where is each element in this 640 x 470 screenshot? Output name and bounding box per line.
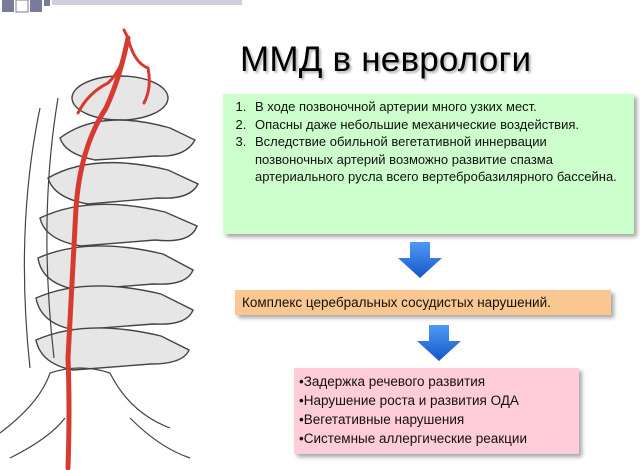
down-arrow-icon (417, 325, 461, 361)
slide-title: ММД в неврологи (240, 40, 532, 79)
spine-outline (0, 97, 191, 459)
causes-list: В ходе позвоночной артерии много узких м… (223, 94, 634, 186)
outcomes-list: •Задержка речевого развития •Нарушение р… (294, 368, 579, 448)
vertebrae (35, 75, 199, 371)
outcomes-box: •Задержка речевого развития •Нарушение р… (294, 368, 579, 454)
outcomes-list-item: •Системные аллергические реакции (299, 431, 527, 446)
causes-list-item: Опасны даже небольшие механические возде… (250, 116, 628, 134)
causes-box: В ходе позвоночной артерии много узких м… (223, 94, 634, 234)
outcomes-list-item: •Задержка речевого развития (299, 374, 486, 389)
cervical-spine-illustration (0, 28, 199, 470)
outcomes-list-item: •Вегетативные нарушения (299, 412, 465, 427)
causes-list-item: Вследствие обильной вегетативной иннерва… (250, 133, 628, 186)
complex-box: Комплекс церебральных сосудистых нарушен… (235, 290, 611, 315)
outcomes-list-item: •Нарушение роста и развития ОДА (299, 393, 519, 408)
vertebral-artery (65, 28, 151, 470)
causes-list-item: В ходе позвоночной артерии много узких м… (250, 98, 628, 116)
down-arrow-icon (398, 242, 442, 278)
decorative-squares (2, 0, 242, 13)
